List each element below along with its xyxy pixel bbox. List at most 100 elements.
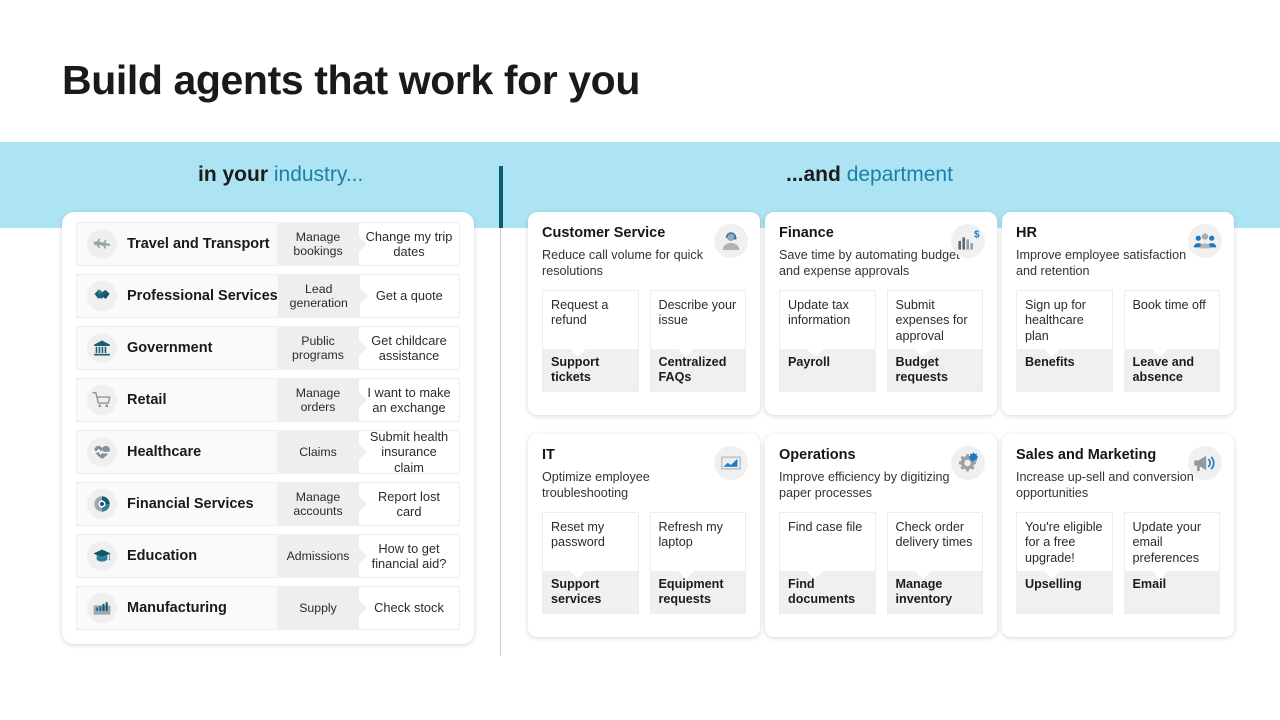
bank-icon: [87, 333, 117, 363]
department-heading: ...and department: [786, 163, 953, 187]
industry-category[interactable]: Manage accounts: [277, 482, 359, 526]
tile-prompt: Describe your issue: [650, 290, 745, 349]
tile-prompt: Refresh my laptop: [650, 512, 745, 571]
handshake-icon: [87, 281, 117, 311]
bar-chart-icon: [87, 593, 117, 623]
department-subtitle: Save time by automating budget and expen…: [779, 247, 960, 279]
tile-label: Budget requests: [887, 347, 982, 391]
industry-label: Government: [127, 340, 213, 356]
industry-label: Healthcare: [127, 444, 202, 460]
department-subtitle: Reduce call volume for quick resolutions: [542, 247, 703, 279]
industry-action[interactable]: I want to make an exchange: [359, 378, 460, 422]
industry-action[interactable]: Check stock: [359, 586, 460, 630]
industry-label: Education: [127, 548, 198, 564]
tile-label: Equipment requests: [650, 569, 745, 613]
industry-action[interactable]: Change my trip dates: [359, 222, 460, 266]
industry-heading-prefix: in your: [198, 163, 274, 186]
people-group-icon: [1188, 224, 1222, 258]
industry-name-cell: Government: [76, 326, 277, 370]
industry-heading-accent: industry...: [273, 163, 364, 186]
tile-prompt: Update tax information: [780, 290, 875, 349]
department-tile[interactable]: You're eligible for a free upgrade!Upsel…: [1016, 511, 1113, 614]
department-tiles: You're eligible for a free upgrade!Upsel…: [1016, 511, 1220, 614]
industry-category[interactable]: Lead generation: [277, 274, 360, 318]
industry-label: Manufacturing: [127, 600, 227, 616]
industry-action[interactable]: Get a quote: [359, 274, 460, 318]
tile-prompt: Sign up for healthcare plan: [1017, 290, 1112, 349]
tile-label: Centralized FAQs: [650, 347, 745, 391]
industry-action[interactable]: Report lost card: [359, 482, 460, 526]
industry-category[interactable]: Public programs: [277, 326, 359, 370]
center-divider-thick: [499, 166, 503, 228]
industry-name-cell: Healthcare: [76, 430, 277, 474]
industry-category[interactable]: Manage bookings: [277, 222, 359, 266]
industry-name-cell: Travel and Transport: [76, 222, 277, 266]
svg-text:$: $: [974, 230, 980, 241]
industry-label: Financial Services: [127, 496, 254, 512]
industry-name-cell: Professional Services: [76, 274, 278, 318]
industry-category[interactable]: Admissions: [277, 534, 359, 578]
heart-pulse-icon: [87, 437, 117, 467]
industry-name-cell: Financial Services: [76, 482, 277, 526]
industry-category[interactable]: Claims: [277, 430, 359, 474]
department-title: HR: [1016, 225, 1037, 241]
tile-prompt: Request a refund: [543, 290, 638, 349]
airplane-icon: [87, 229, 117, 259]
tile-prompt: Submit expenses for approval: [887, 290, 982, 349]
industry-label: Retail: [127, 392, 167, 408]
tile-prompt: Find case file: [780, 512, 875, 571]
industry-action[interactable]: Get childcare assistance: [359, 326, 460, 370]
department-title: Customer Service: [542, 225, 666, 241]
line-chart-monitor-icon: [714, 446, 748, 480]
department-subtitle: Optimize employee troubleshooting: [542, 469, 650, 501]
tile-prompt: Reset my password: [543, 512, 638, 571]
industry-name-cell: Education: [76, 534, 277, 578]
tile-prompt: You're eligible for a free upgrade!: [1017, 512, 1112, 571]
tile-label: Leave and absence: [1124, 347, 1219, 391]
department-title: IT: [542, 447, 555, 463]
industry-name-cell: Manufacturing: [76, 586, 277, 630]
industry-category[interactable]: Supply: [277, 586, 359, 630]
industry-action[interactable]: Submit health insurance claim: [359, 429, 460, 475]
industry-heading: in your industry...: [198, 163, 363, 187]
tile-label: Support tickets: [543, 347, 638, 391]
tile-label: Payroll: [780, 347, 875, 391]
tile-label: Email: [1124, 569, 1219, 613]
department-title: Sales and Marketing: [1016, 447, 1157, 463]
industry-category[interactable]: Manage orders: [277, 378, 359, 422]
department-title: Operations: [779, 447, 856, 463]
industry-action[interactable]: How to get financial aid?: [359, 534, 460, 578]
donut-chart-icon: [87, 489, 117, 519]
